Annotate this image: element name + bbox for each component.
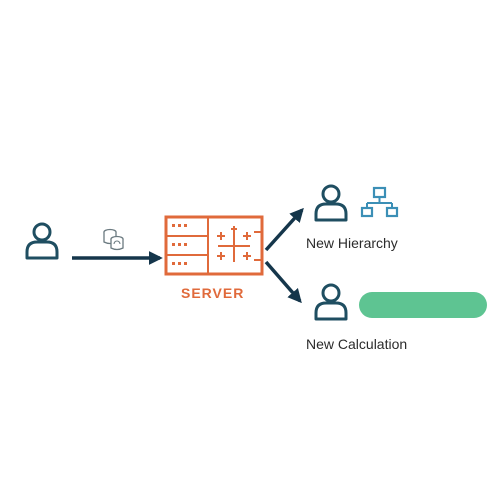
server-rack-icon <box>164 215 264 276</box>
calculation-pill-icon <box>359 292 487 318</box>
arrow-to-calculation <box>264 260 302 304</box>
server-label: SERVER <box>181 285 245 301</box>
hierarchy-user-icon <box>314 184 348 222</box>
calculation-user-icon <box>314 283 348 321</box>
arrow-to-hierarchy <box>264 207 304 252</box>
database-sync-icon <box>103 228 124 251</box>
hierarchy-icon <box>360 186 399 218</box>
new-calculation-label: New Calculation <box>306 336 408 352</box>
source-user-icon <box>25 222 59 260</box>
new-hierarchy-label: New Hierarchy <box>306 235 398 251</box>
